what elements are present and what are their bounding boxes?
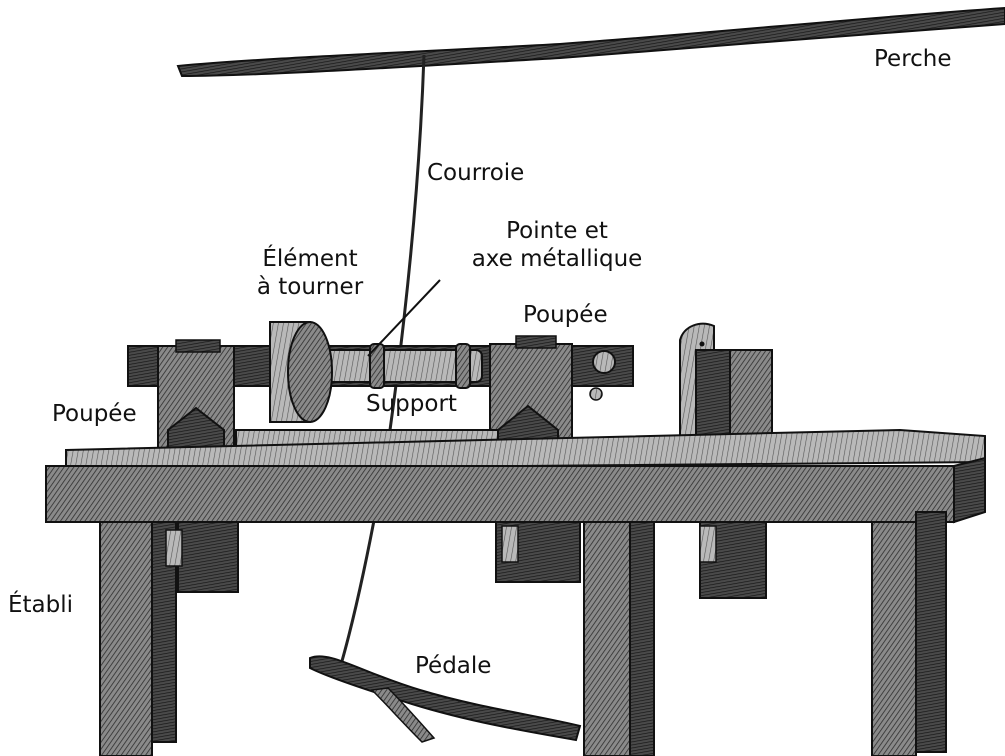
shaft-collar (369, 343, 385, 389)
label-poupee-right: Poupée (523, 302, 608, 328)
left-headstock-top (175, 339, 221, 353)
label-pointe-line-2: axe métallique (471, 245, 643, 272)
label-element-line-1: Élément (262, 246, 358, 272)
right-headstock-top (515, 335, 557, 349)
label-element-a-tourner: Élément à tourner (250, 246, 370, 301)
bench-front-beam (45, 465, 955, 523)
bench-leg (583, 521, 631, 756)
label-perche: Perche (874, 46, 952, 72)
treadle-brace (370, 687, 436, 743)
label-support: Support (366, 391, 457, 417)
label-poupee-left: Poupée (52, 401, 137, 427)
bench-leg (99, 521, 153, 756)
label-pedale: Pédale (415, 653, 492, 679)
cord (338, 54, 426, 669)
label-etabli: Établi (8, 592, 74, 618)
bench-wedge-block (177, 521, 239, 593)
bench-front-beam-end (953, 456, 986, 524)
bench-leg-side (629, 521, 655, 756)
bench-wedge-peg (699, 525, 717, 563)
label-pointe-line-1: Pointe et (506, 218, 608, 244)
label-pointe-axe: Pointe et axe métallique (452, 218, 662, 273)
bench-wedge-peg (501, 525, 519, 563)
label-element-line-2: à tourner (256, 273, 364, 300)
bench-wedge-peg (165, 529, 183, 567)
workpiece-disc-face (287, 321, 333, 423)
bench-leg-side (915, 511, 947, 753)
headstock-screw (592, 350, 616, 374)
pointer-leader-line (367, 279, 441, 357)
headstock-screw (589, 387, 603, 401)
bench-leg (871, 521, 917, 756)
treadle (309, 655, 582, 742)
shaft-collar (455, 343, 471, 389)
upright-hole (699, 341, 705, 347)
label-courroie: Courroie (427, 160, 525, 186)
